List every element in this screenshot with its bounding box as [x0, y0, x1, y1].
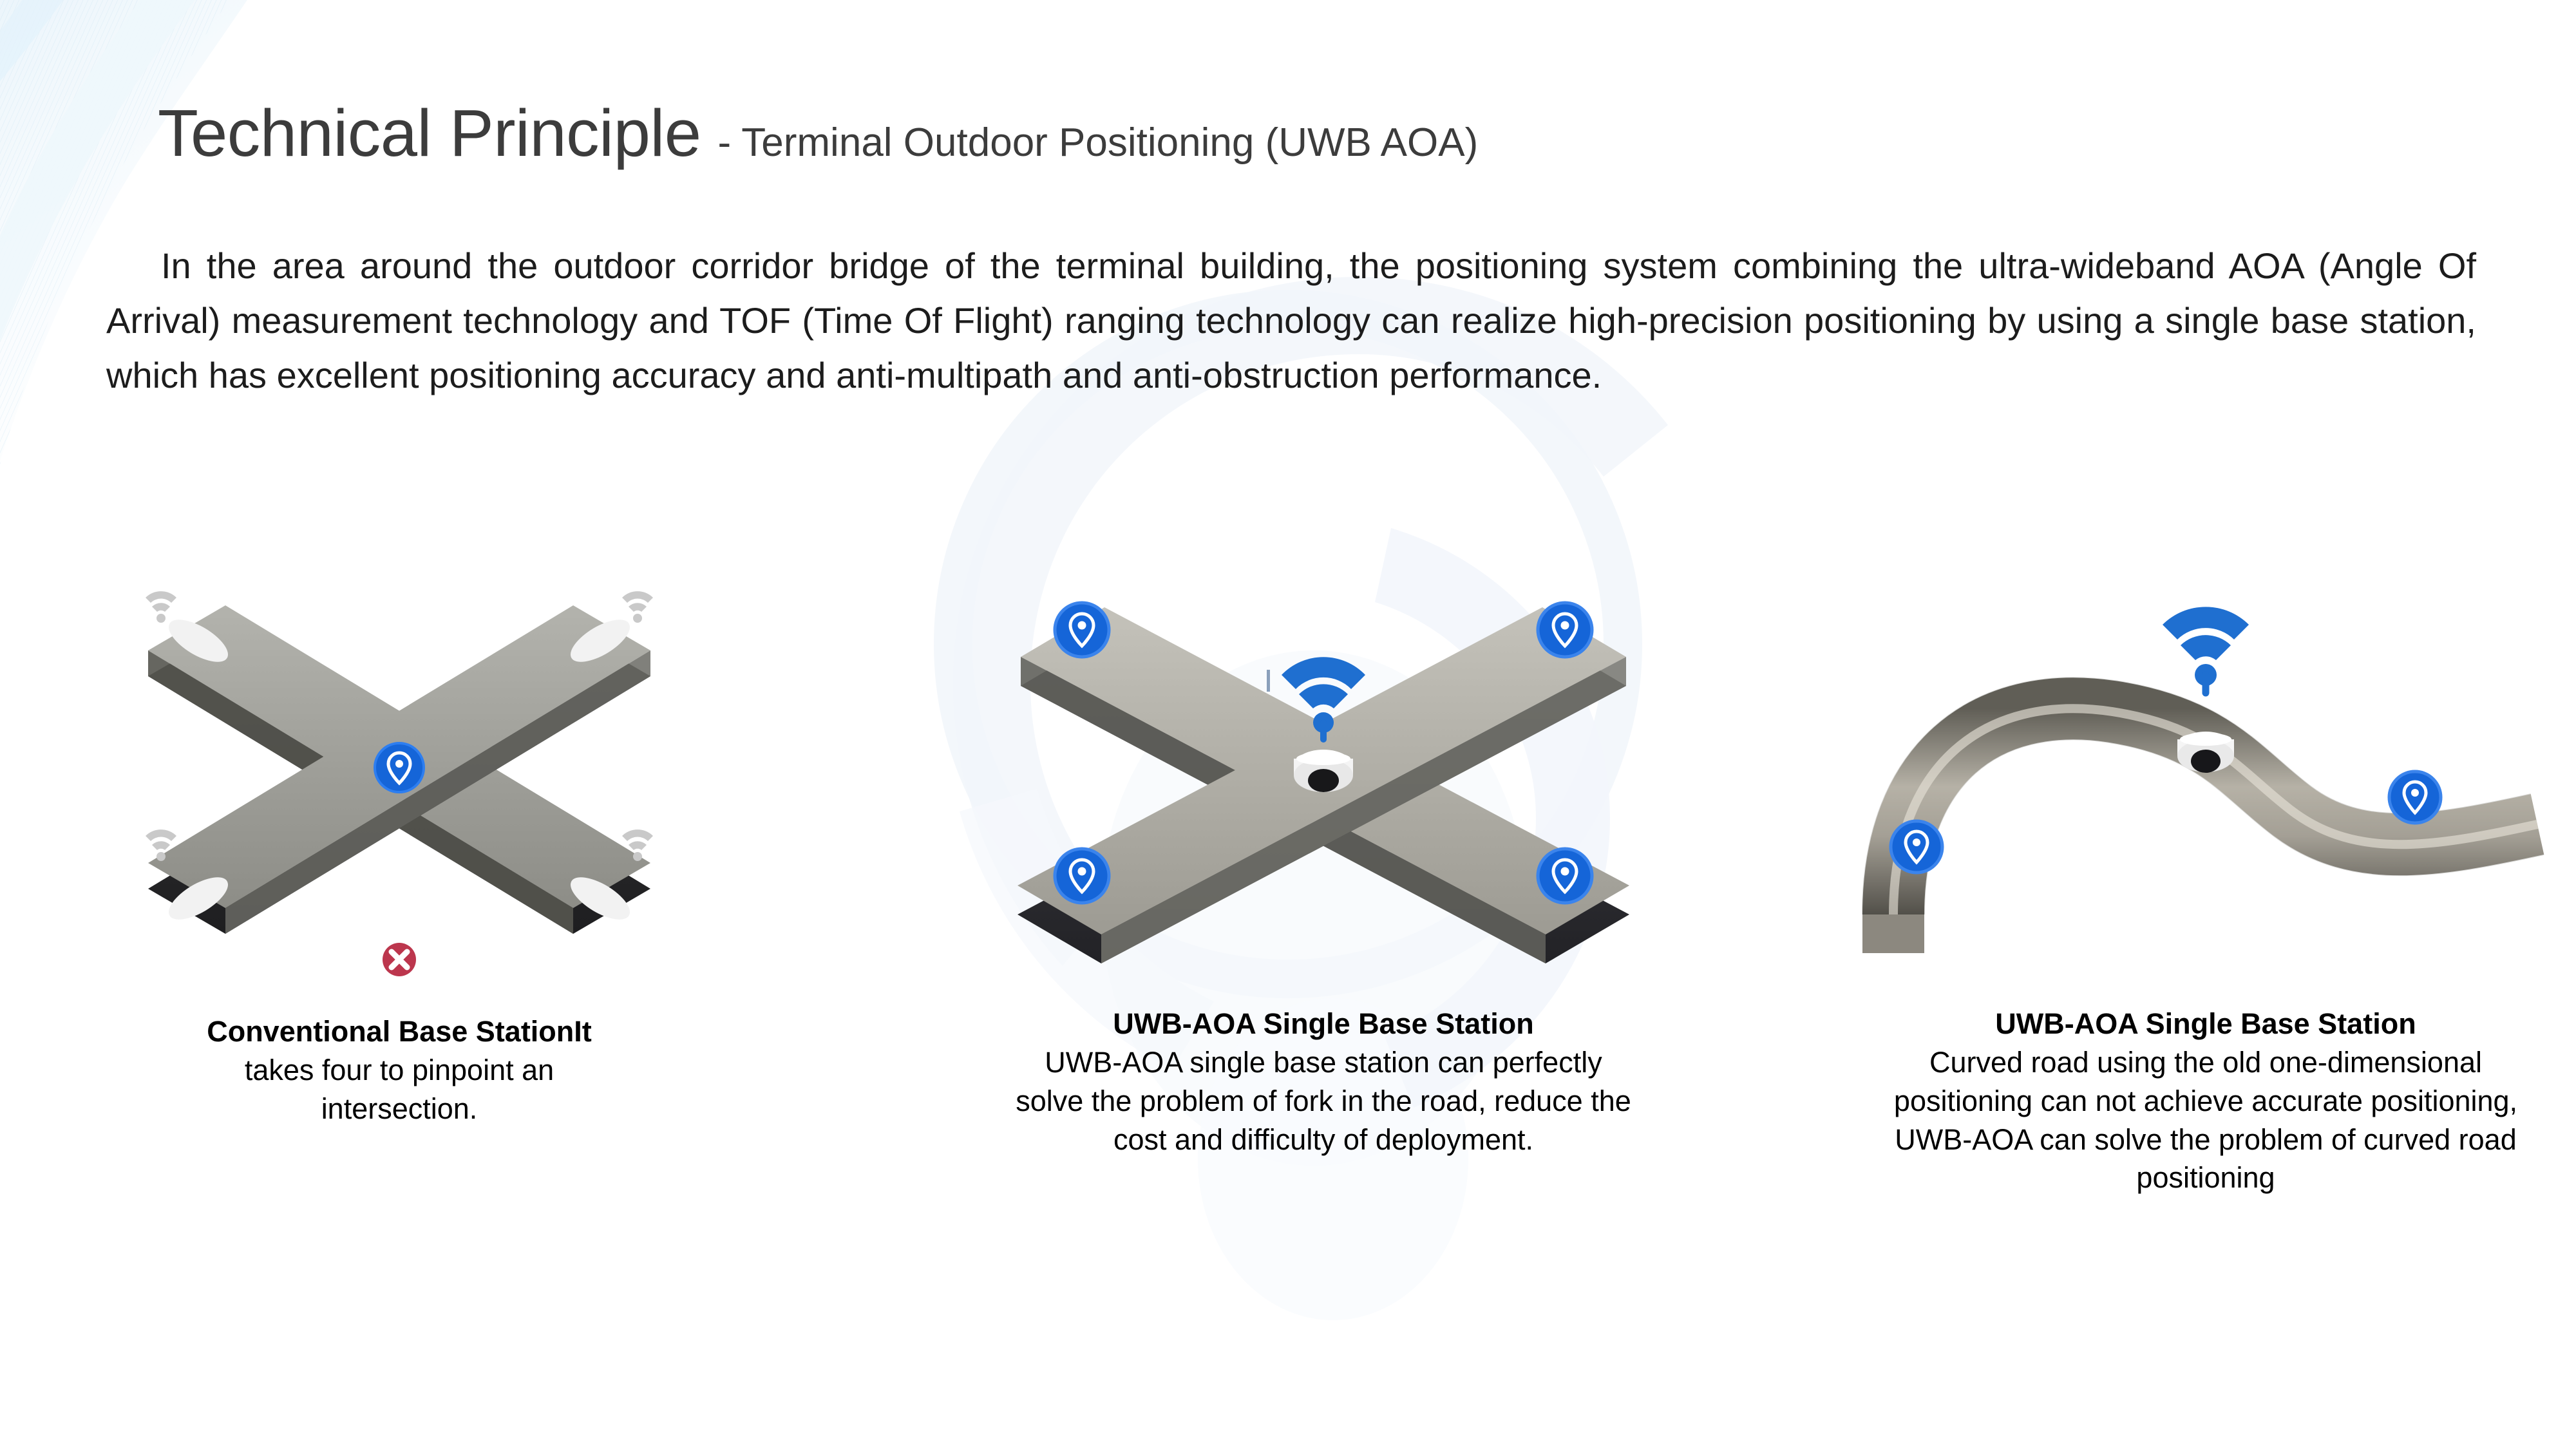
caption-uwb-crossroad: UWB-AOA Single Base Station UWB-AOA sing…	[1014, 1005, 1633, 1159]
title-subtitle-text: - Terminal Outdoor Positioning (UWB AOA)	[717, 120, 1479, 165]
error-x-badge	[383, 943, 416, 976]
caption-uwb-crossroad-title: UWB-AOA Single Base Station	[1113, 1007, 1534, 1040]
title-main-text: Technical Principle	[158, 96, 701, 170]
location-pin-left	[1889, 819, 1944, 875]
caption-conventional: Conventional Base StationIt takes four t…	[193, 1005, 605, 1128]
location-pin-se	[1536, 847, 1594, 905]
antenna-tick	[1267, 670, 1270, 692]
crossroad-four-stations-svg	[146, 591, 653, 976]
caption-uwb-curved-body: Curved road using the old one-dimensiona…	[1893, 1045, 2518, 1195]
wifi-icon-se	[622, 829, 653, 861]
wifi-icon-curved	[2163, 607, 2249, 697]
wifi-icon-center	[1282, 657, 1365, 743]
figure-column-uwb-crossroad: UWB-AOA Single Base Station UWB-AOA sing…	[985, 554, 1662, 1159]
location-pin-ne	[1536, 601, 1594, 659]
base-station-cap-ne	[571, 620, 630, 662]
crossroad-single-station-svg	[1018, 601, 1629, 963]
intro-paragraph: In the area around the outdoor corridor …	[106, 245, 2476, 396]
figure-columns: Conventional Base StationIt takes four t…	[0, 554, 2576, 1230]
caption-conventional-rest: takes four to pinpoint an intersection.	[244, 1053, 554, 1125]
location-pin-right	[2387, 770, 2443, 825]
wifi-icon-nw	[146, 591, 176, 623]
location-pin-nw	[1053, 601, 1111, 659]
base-station-device-curved	[2177, 732, 2234, 773]
road-end-face	[1862, 914, 1924, 953]
caption-uwb-curved: UWB-AOA Single Base Station Curved road …	[1868, 1005, 2544, 1197]
location-pin-sw	[1053, 847, 1111, 905]
curved-road-single-station-svg	[1862, 607, 2544, 953]
caption-conventional-bold: Conventional Base StationIt	[207, 1015, 592, 1048]
diagram-uwb-aoa-crossroad	[985, 554, 1662, 1005]
base-station-cap-nw	[169, 620, 228, 662]
figure-column-conventional: Conventional Base StationIt takes four t…	[122, 554, 676, 1128]
base-station-device-center	[1294, 750, 1353, 792]
diagram-uwb-aoa-curved-road	[1855, 554, 2557, 1005]
diagram-conventional-base-station	[122, 554, 676, 1005]
location-pin-center	[374, 742, 425, 793]
caption-uwb-crossroad-body: UWB-AOA single base station can perfectl…	[1016, 1045, 1631, 1156]
figure-column-uwb-curved: UWB-AOA Single Base Station Curved road …	[1855, 554, 2557, 1197]
wifi-icon-sw	[146, 829, 176, 861]
wifi-icon-ne	[622, 591, 653, 623]
page-title: Technical Principle - Terminal Outdoor P…	[158, 100, 1478, 166]
base-station-cap-se	[571, 877, 630, 920]
caption-uwb-curved-title: UWB-AOA Single Base Station	[1995, 1007, 2416, 1040]
base-station-cap-sw	[169, 877, 228, 920]
